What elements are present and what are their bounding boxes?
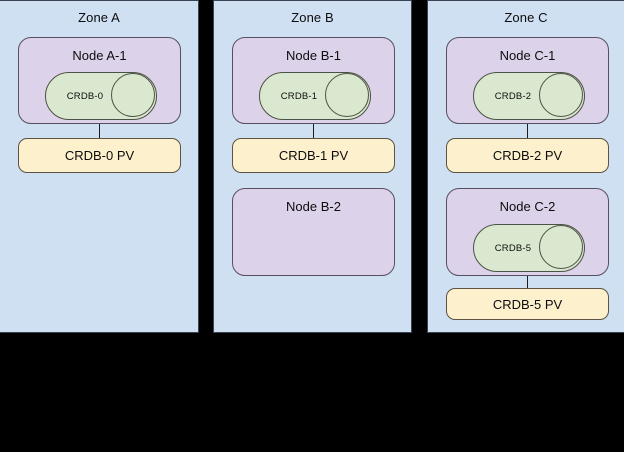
zone-title-c: Zone C [504,10,548,25]
zone-panel-c[interactable]: Zone C Node C-1 CRDB-2 CRDB-2 PV Node C-… [427,0,624,333]
zone-panel-a[interactable]: Zone A Node A-1 CRDB-0 CRDB-0 PV [0,0,199,333]
node-box-a-1[interactable]: Node A-1 CRDB-0 [18,37,181,124]
node-box-b-1[interactable]: Node B-1 CRDB-1 [232,37,395,124]
database-cylinder-icon: CRDB-0 [45,72,157,120]
database-label: CRDB-5 [494,242,532,254]
node-title-c-2: Node C-2 [499,199,556,214]
node-title-a-1: Node A-1 [72,48,127,63]
node-title-c-1: Node C-1 [499,48,556,63]
database-label: CRDB-1 [280,90,318,102]
node-box-b-2[interactable]: Node B-2 [232,188,395,276]
node-pv-connector-a-1 [99,124,100,138]
database-label: CRDB-2 [494,90,532,102]
zone-title-a: Zone A [78,10,120,25]
zone-panel-b[interactable]: Zone B Node B-1 CRDB-1 CRDB-1 PV Node B-… [213,0,412,333]
node-box-c-1[interactable]: Node C-1 CRDB-2 [446,37,609,124]
database-cylinder-icon: CRDB-2 [473,72,585,120]
node-box-c-2[interactable]: Node C-2 CRDB-5 [446,188,609,276]
cylinder-cap [111,73,155,117]
node-title-b-1: Node B-1 [286,48,341,63]
pv-box-c-2[interactable]: CRDB-5 PV [446,288,609,320]
node-pv-connector-c-2 [527,276,528,288]
node-pv-connector-b-1 [313,124,314,138]
pv-box-b-1[interactable]: CRDB-1 PV [232,138,395,173]
cylinder-cap [325,73,369,117]
zone-title-b: Zone B [291,10,334,25]
database-label: CRDB-0 [66,90,104,102]
node-title-b-2: Node B-2 [286,199,341,214]
cylinder-cap [539,73,583,117]
cylinder-cap [539,225,583,269]
pv-box-c-1[interactable]: CRDB-2 PV [446,138,609,173]
pv-box-a-1[interactable]: CRDB-0 PV [18,138,181,173]
node-pv-connector-c-1 [527,124,528,138]
database-cylinder-icon: CRDB-5 [473,224,585,272]
database-cylinder-icon: CRDB-1 [259,72,371,120]
